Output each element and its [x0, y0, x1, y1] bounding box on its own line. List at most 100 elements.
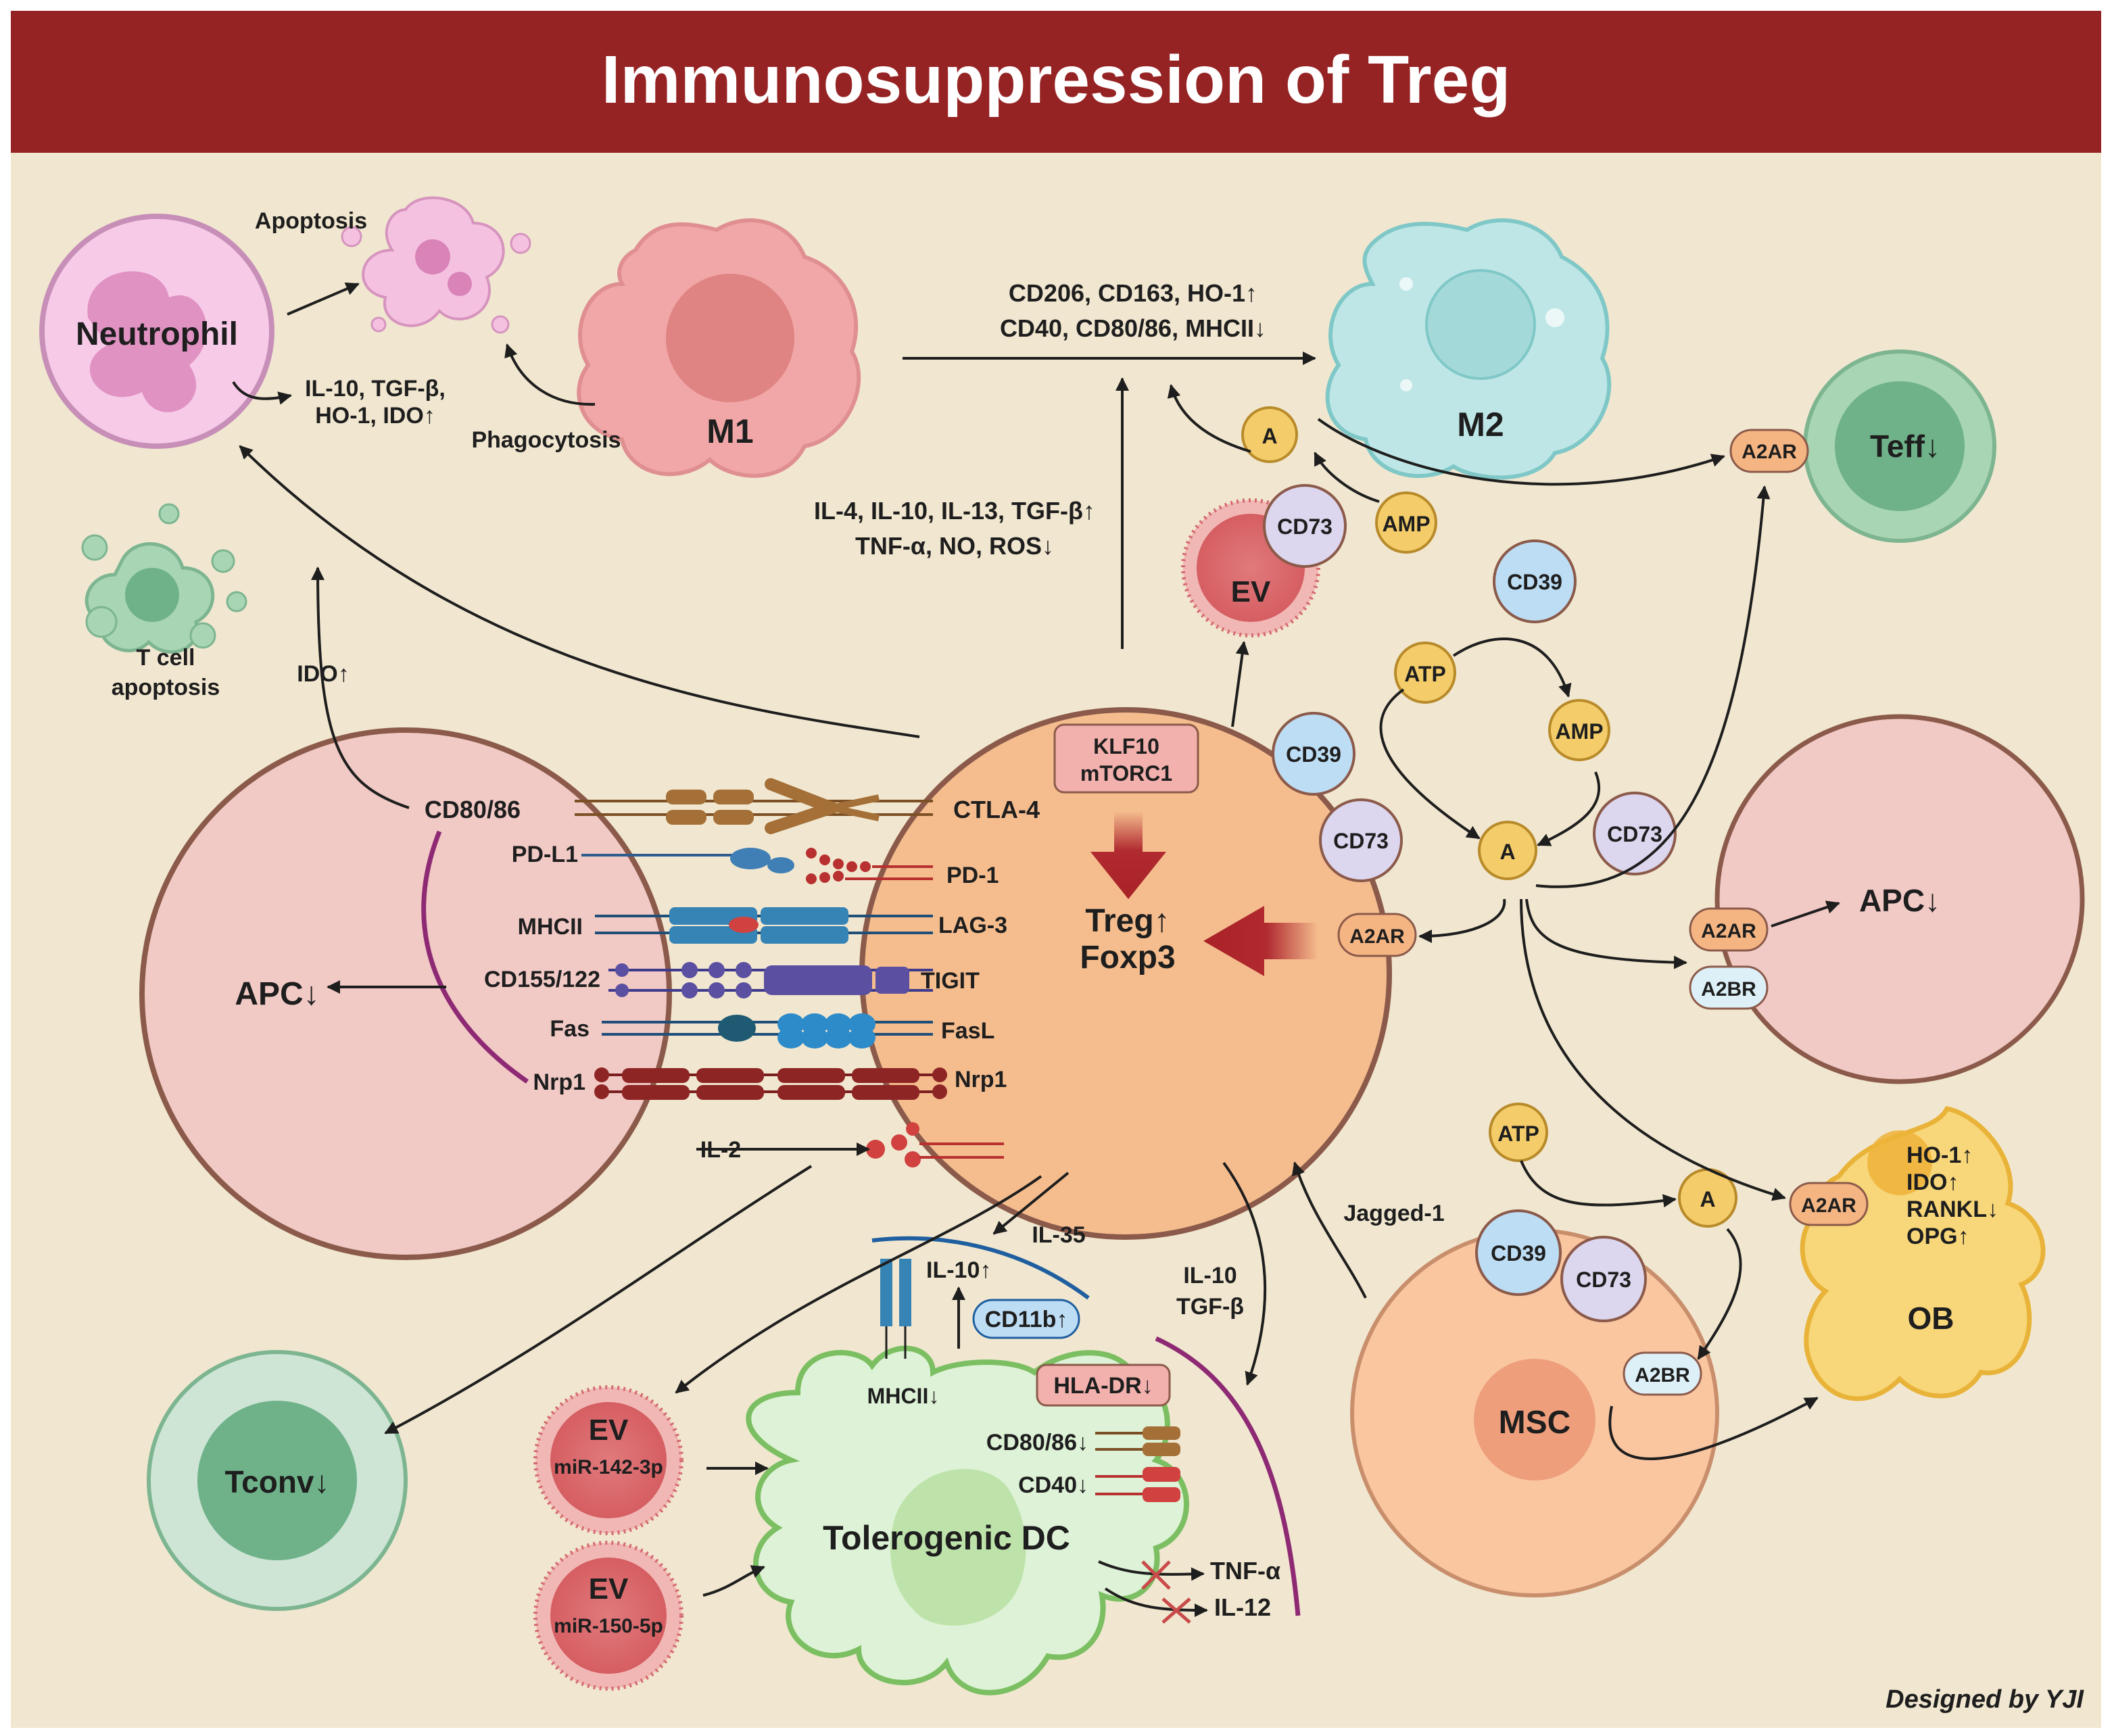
cd39-membrane: CD39	[1286, 742, 1341, 767]
klf10-mtorc1-box: KLF10 mTORC1	[1053, 723, 1199, 794]
dc-cd11b-label: CD11b↑	[985, 1307, 1068, 1332]
mir150-label: miR-150-5p	[554, 1615, 663, 1637]
m1-label: M1	[706, 412, 753, 450]
receptor-right-2: PD-1	[946, 863, 999, 888]
molecules: A CD73 AMP CD39 ATP AMP CD39 CD73 A CD73…	[1241, 406, 1869, 1396]
tconv-label: Tconv↓	[224, 1464, 329, 1499]
klf10-label: KLF10	[1093, 734, 1159, 758]
m2-markers-up: CD206, CD163, HO-1↑	[1009, 279, 1257, 307]
neutrophil-cell: Neutrophil	[39, 214, 274, 449]
receptor-left-4: CD155/122	[484, 967, 600, 992]
tconv-cell: Tconv↓	[147, 1350, 408, 1611]
receptor-right-1: CTLA-4	[953, 796, 1040, 823]
cd39-top: CD39	[1507, 570, 1562, 594]
apoptotic-neutrophil-icon	[341, 196, 531, 334]
membrane-curve	[1155, 1336, 1301, 1616]
ev-mir150-label: EV	[589, 1572, 629, 1606]
inhibition-marks	[1141, 1560, 1191, 1624]
neutrophil-effect-2: HO-1, IDO↑	[315, 403, 435, 429]
annotations: Apoptosis Phagocytosis IL-10, TGF-β, HO-…	[112, 208, 1445, 1621]
a2ar-ob: A2AR	[1801, 1195, 1856, 1217]
mtorc1-label: mTORC1	[1080, 761, 1172, 786]
adenosine-center: A	[1499, 840, 1515, 864]
mir142-label: miR-142-3p	[554, 1456, 663, 1478]
tgf-label: TGF-β	[1176, 1294, 1244, 1320]
tnf-alpha-label: TNF-α	[1210, 1557, 1280, 1585]
teff-label: Teff↓	[1870, 429, 1940, 464]
atp-msc: ATP	[1497, 1122, 1539, 1146]
receptor-right-6: Nrp1	[955, 1067, 1007, 1092]
cd73-ev: CD73	[1277, 514, 1333, 539]
dc-cd40-label: CD40↓	[1018, 1472, 1088, 1498]
tcell-apoptosis-icon	[81, 503, 247, 654]
page-title: Immunosuppression of Treg	[602, 42, 1511, 118]
m2-markers-down: CD40, CD80/86, MHCII↓	[1000, 314, 1266, 342]
cytokines-up: IL-4, IL-10, IL-13, TGF-β↑	[814, 497, 1095, 525]
a2br-apc: A2BR	[1701, 978, 1756, 1000]
ob-marker-1: HO-1↑	[1906, 1142, 1973, 1168]
tolerogenic-dc-cell: Tolerogenic DC	[746, 1345, 1189, 1695]
m2-macrophage-cell: M2	[1325, 218, 1612, 480]
msc-label: MSC	[1499, 1405, 1571, 1441]
cd39-msc: CD39	[1491, 1241, 1546, 1265]
receptor-pairs	[575, 778, 1004, 1167]
designer-credit: Designed by YJI	[1886, 1685, 2084, 1714]
cytokines-down: TNF-α, NO, ROS↓	[855, 532, 1054, 560]
receptor-right-3: LAG-3	[938, 913, 1007, 938]
receptor-left-3: MHCII	[518, 914, 583, 940]
neutrophil-effect-1: IL-10, TGF-β,	[305, 376, 446, 402]
ob-label: OB	[1908, 1301, 1954, 1336]
ob-marker-3: RANKL↓	[1906, 1197, 1998, 1222]
teff-cell: Teff↓	[1803, 349, 1996, 543]
ev-top-label: EV	[1231, 575, 1271, 608]
ido-label: IDO↑	[297, 661, 349, 687]
neutrophil-label: Neutrophil	[76, 316, 238, 352]
treg-up-label: Treg↑	[1085, 903, 1170, 939]
adenosine-msc: A	[1700, 1187, 1715, 1211]
a2br-msc: A2BR	[1635, 1364, 1690, 1387]
ob-marker-4: OPG↑	[1906, 1224, 1969, 1249]
jagged-label: Jagged-1	[1343, 1201, 1444, 1226]
ev-mir150: EV miR-150-5p	[533, 1541, 683, 1691]
cd73-right: CD73	[1607, 822, 1662, 846]
apoptosis-label: Apoptosis	[255, 208, 367, 234]
amp-center: AMP	[1555, 719, 1603, 744]
a2ar-treg: A2AR	[1349, 925, 1405, 948]
receptor-left-2: PD-L1	[512, 842, 578, 867]
dc-markers	[871, 1236, 1180, 1502]
ev-mir142: EV miR-142-3p	[533, 1385, 683, 1535]
ob-cell: HO-1↑ IDO↑ RANKL↓ OPG↑ OB	[1800, 1106, 2046, 1401]
adenosine-to-treg-arrow	[1203, 906, 1318, 976]
adenosine-top: A	[1262, 424, 1277, 448]
foxp3-label: Foxp3	[1080, 940, 1175, 975]
apc-right-cell: APC↓	[1714, 714, 2085, 1084]
il2-label: IL-2	[700, 1137, 741, 1163]
receptor-left-6: Nrp1	[533, 1069, 585, 1095]
ob-marker-2: IDO↑	[1906, 1170, 1959, 1195]
a2ar-apc: A2AR	[1701, 920, 1756, 942]
m2-label: M2	[1457, 406, 1504, 443]
atp-center: ATP	[1404, 662, 1446, 686]
apc-left-cell: APC↓	[139, 727, 672, 1260]
receptor-left-5: Fas	[550, 1016, 590, 1042]
phagocytosis-label: Phagocytosis	[471, 427, 621, 453]
cd73-msc: CD73	[1576, 1268, 1631, 1292]
m1-macrophage-cell: M1	[577, 218, 861, 478]
receptor-left-1: CD80/86	[425, 796, 521, 823]
dc-mhcii-label: MHCII↓	[867, 1384, 940, 1408]
ev-mir142-label: EV	[589, 1414, 629, 1447]
receptor-right-4: TIGIT	[921, 968, 980, 994]
arrows	[232, 282, 1840, 1617]
il12-label: IL-12	[1214, 1593, 1271, 1621]
apc-left-label: APC↓	[235, 976, 319, 1012]
il10-label: IL-10	[1183, 1263, 1237, 1288]
dc-hladr-label: HLA-DR↓	[1053, 1373, 1153, 1399]
klf10-down-arrow	[1090, 811, 1166, 899]
tolerogenic-dc-label: Tolerogenic DC	[823, 1519, 1070, 1557]
dc-il10-label: IL-10↑	[926, 1257, 991, 1283]
tcell-apoptosis-label-1: T cell	[137, 645, 195, 671]
amp-top: AMP	[1382, 512, 1430, 536]
title-banner	[11, 11, 2101, 153]
a2ar-teff: A2AR	[1742, 441, 1797, 463]
